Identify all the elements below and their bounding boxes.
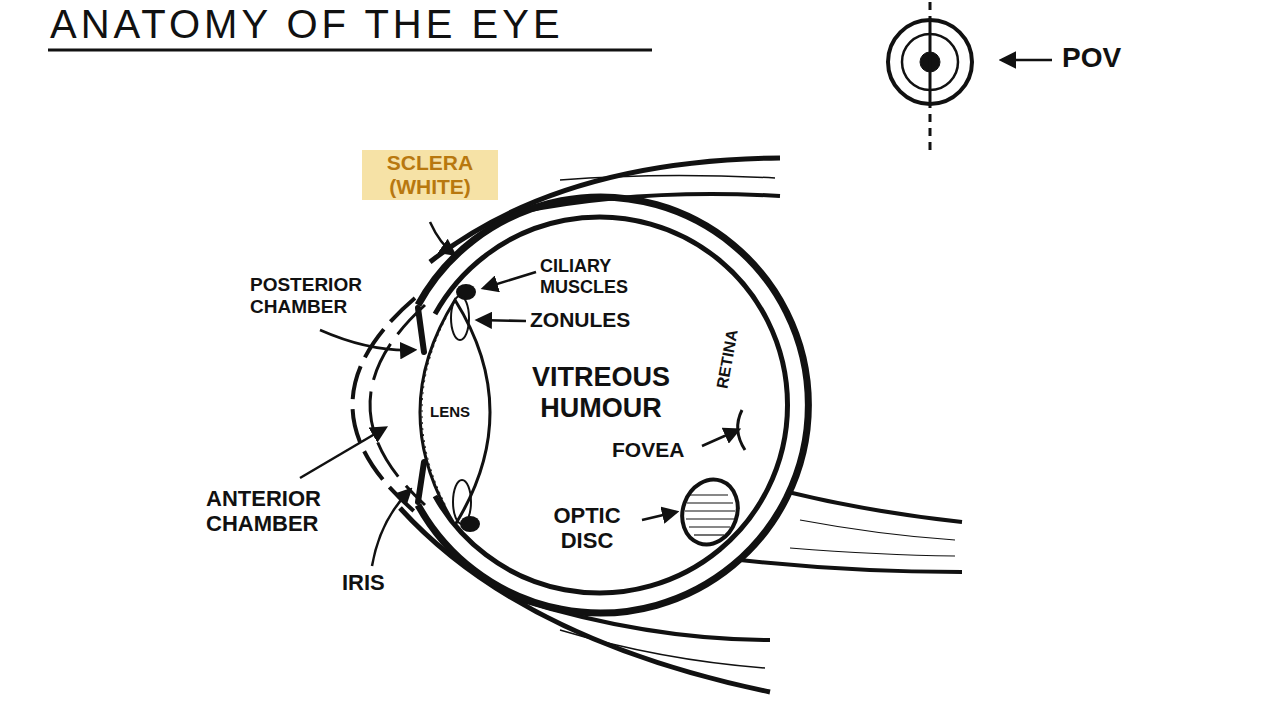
fovea-pit xyxy=(738,410,745,450)
title-underline xyxy=(48,49,652,52)
posterior-chamber-label: POSTERIOR CHAMBER xyxy=(250,274,390,318)
iris-label: IRIS xyxy=(342,570,385,595)
optic-disc xyxy=(673,472,746,552)
diagram-title: ANATOMY OF THE EYE xyxy=(50,2,564,47)
optic-disc-label: OPTIC DISC xyxy=(536,503,638,554)
fovea-label: FOVEA xyxy=(612,438,684,462)
anterior-chamber-label: ANTERIOR CHAMBER xyxy=(206,486,356,537)
pov-eye-icon xyxy=(888,2,972,155)
vitreous-label: VITREOUS HUMOUR xyxy=(512,362,690,424)
sclera-label: SCLERA (WHITE) xyxy=(362,150,498,200)
ciliary-label: CILIARY MUSCLES xyxy=(540,256,652,297)
optic-disc-hatch xyxy=(685,495,735,535)
zonules-label: ZONULES xyxy=(530,308,630,332)
leader-arrows xyxy=(300,60,1052,566)
cornea-outer xyxy=(353,298,416,512)
pov-label: POV xyxy=(1062,42,1121,74)
lens-label: LENS xyxy=(430,403,470,420)
sclera-outline xyxy=(418,197,808,613)
lens-shape xyxy=(420,300,490,525)
optic-nerve xyxy=(740,492,962,572)
cornea-inner xyxy=(370,305,425,505)
retina-label: RETINA xyxy=(714,328,742,390)
